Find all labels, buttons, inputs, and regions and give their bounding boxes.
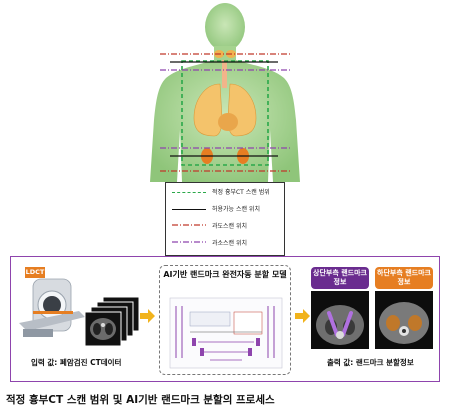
legend-label: 허용가능 스캔 위치	[212, 206, 260, 213]
heart	[218, 113, 238, 131]
model-title: AI기반 랜드마크 완전자동 분할 모델	[163, 270, 287, 279]
legend-label: 적정 흉부CT 스캔 범위	[212, 189, 270, 196]
scan-legend: 적정 흉부CT 스캔 범위 허용가능 스캔 위치 과도스캔 위치 과소스캔 위치	[165, 182, 285, 256]
appropriate-scan-range-box	[181, 60, 269, 166]
ai-landmark-process-panel: LDCT 입력 값: 폐암검진 CT데이터 AI기반 랜드마크 완전자동 분할 …	[10, 256, 440, 382]
lower-landmark-ct-image	[375, 291, 433, 349]
upper-landmark-badge: 상단부측 랜드마크 정보	[311, 267, 369, 289]
legend-swatch-purple-dashdot	[172, 241, 206, 243]
legend-swatch-red-dashdot	[172, 224, 206, 226]
ldct-badge: LDCT	[25, 267, 45, 278]
ai-model-box: AI기반 랜드마크 완전자동 분할 모델	[159, 265, 291, 375]
left-lung	[193, 83, 223, 137]
lower-landmark-badge: 하단부측 랜드마크 정보	[375, 267, 433, 289]
output-caption: 출력 값: 랜드마크 분할정보	[327, 358, 414, 367]
model-network-diagram	[169, 297, 283, 369]
input-caption: 입력 값: 폐암검진 CT데이터	[31, 358, 122, 367]
ct-slice-stack	[84, 297, 140, 347]
upper-landmark-ct-image	[311, 291, 369, 349]
legend-swatch-black-solid	[172, 209, 206, 210]
legend-item-appropriate: 적정 흉부CT 스캔 범위	[166, 185, 284, 202]
legend-label: 과소스캔 위치	[212, 240, 248, 247]
flow-arrow-right-icon	[295, 309, 310, 323]
legend-item-insufficient: 과소스캔 위치	[166, 236, 284, 253]
legend-swatch-green-dashed	[172, 192, 206, 193]
ct-scanner-illustration	[19, 278, 85, 337]
trachea	[222, 60, 227, 88]
legend-item-acceptable: 허용가능 스캔 위치	[166, 202, 284, 219]
legend-item-excessive: 과도스캔 위치	[166, 219, 284, 236]
body-silhouette-diagram	[150, 3, 300, 182]
flow-arrow-right-icon	[140, 309, 155, 323]
figure-title: 적정 흉부CT 스캔 범위 및 AI기반 랜드마크 분할의 프로세스	[6, 394, 275, 406]
head-shape	[205, 3, 245, 51]
legend-label: 과도스캔 위치	[212, 223, 248, 230]
